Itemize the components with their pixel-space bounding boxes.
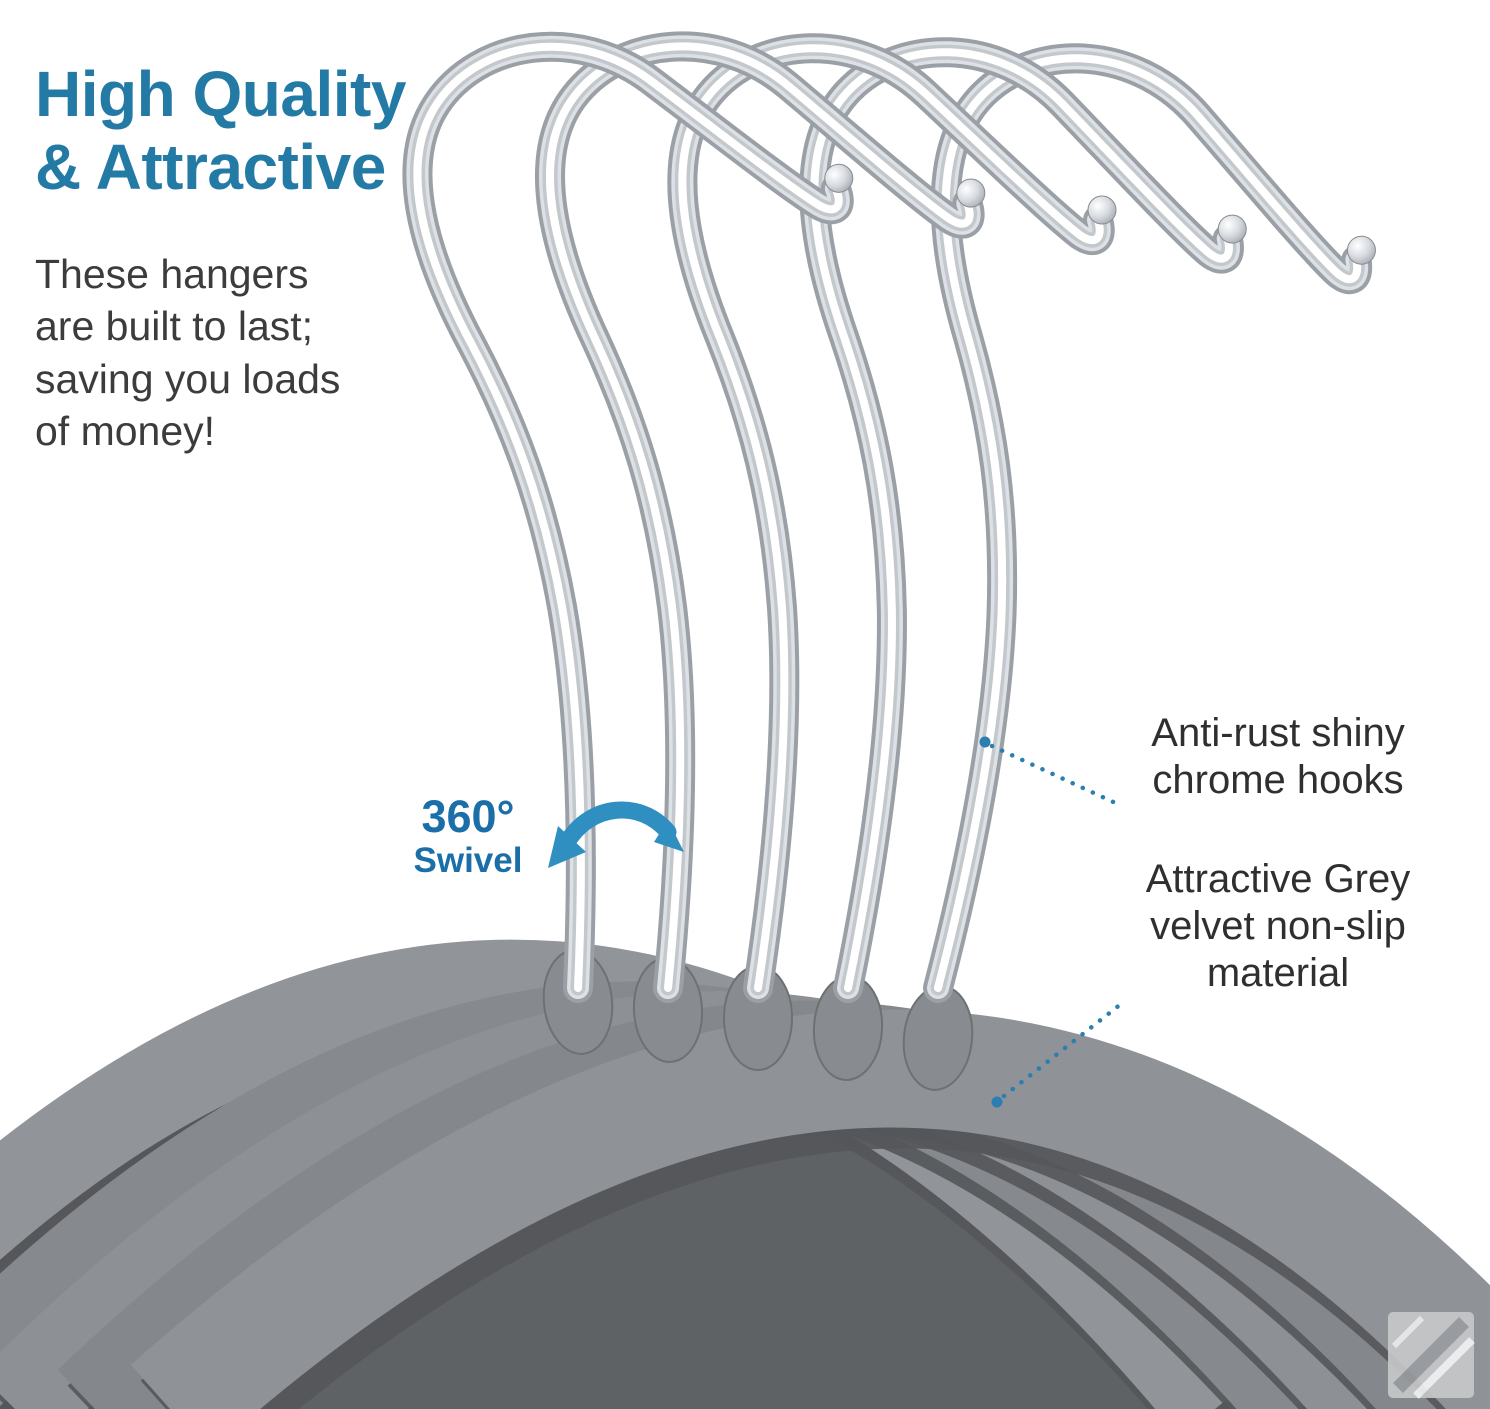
watermark-logo (1388, 1312, 1475, 1399)
callout-line: Attractive Grey (1145, 857, 1411, 901)
description-line: saving you loads (35, 355, 341, 402)
page-title-line-1: High Quality (35, 58, 406, 130)
hook-ball-tip (956, 178, 986, 208)
callout-velvet-material: Attractive Grey velvet non-slip material (1088, 856, 1468, 998)
callout-line: velvet non-slip (1150, 904, 1406, 949)
description-line: are built to last; (35, 303, 314, 350)
callout-line: material (1206, 951, 1350, 996)
hook-ball-tip (1087, 195, 1117, 225)
chrome-hook-4 (773, 46, 1255, 1007)
chrome-hook-1 (405, 16, 934, 996)
product-description: These hangers are built to last; saving … (35, 248, 340, 458)
hook-ball-tip (1346, 235, 1376, 265)
description-line: of money! (35, 408, 216, 455)
hook-ball-tip (1217, 214, 1247, 244)
callout-line: chrome hooks (1152, 758, 1404, 803)
velvet-hanger-bodies (0, 939, 1490, 1409)
velvet-body-5 (130, 1009, 1490, 1409)
swivel-degrees: 360° (421, 791, 515, 842)
leader-line-velvet (991, 997, 1129, 1108)
chrome-hook-5 (863, 45, 1392, 1025)
callout-line: Anti-rust shiny (1151, 711, 1405, 755)
hook-ball-tip (824, 163, 854, 193)
page-title: High Quality & Attractive (35, 58, 406, 204)
swivel-word: Swivel (413, 841, 523, 880)
page-title-line-2: & Attractive (35, 130, 386, 203)
chrome-hook-2 (543, 31, 1025, 992)
chrome-hook-3 (682, 48, 1117, 988)
leader-line-chrome-hooks (979, 736, 1125, 809)
swivel-rotation-arrow-icon (548, 801, 684, 868)
description-line: These hangers (35, 251, 309, 297)
swivel-feature-label: 360° Swivel (398, 794, 538, 881)
callout-chrome-hooks: Anti-rust shiny chrome hooks (1088, 710, 1468, 804)
